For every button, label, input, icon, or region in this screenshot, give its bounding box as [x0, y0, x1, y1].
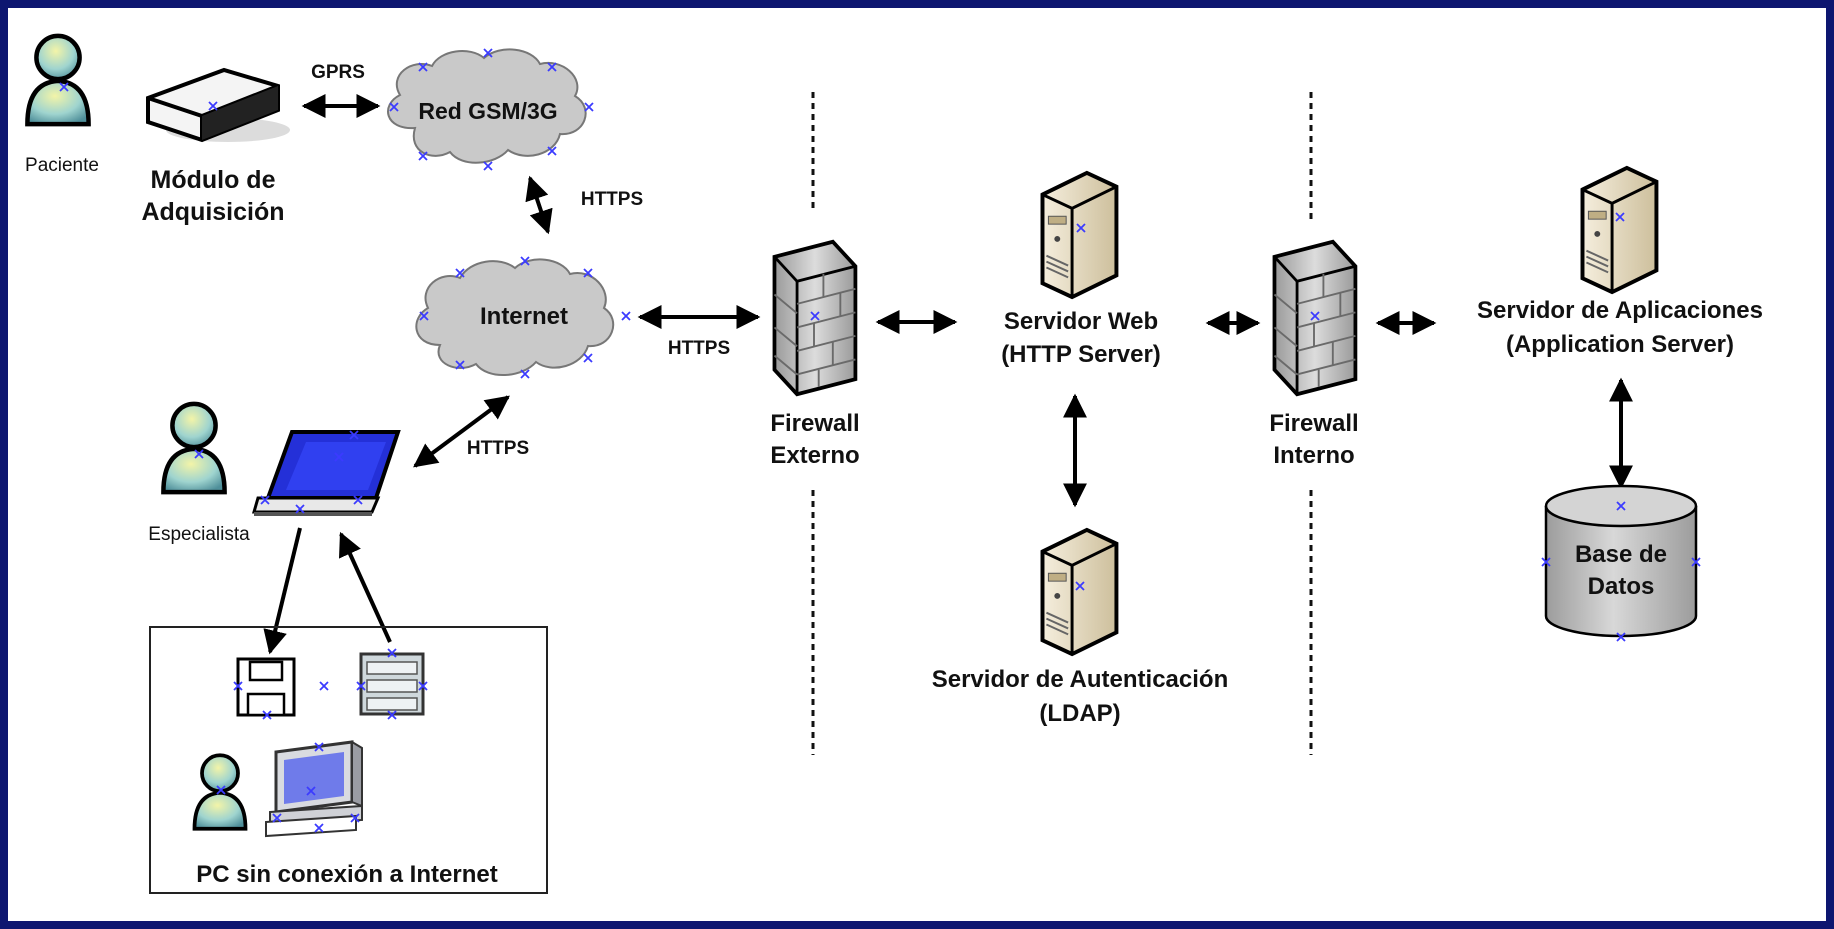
gprs-label: GPRS	[311, 62, 365, 83]
servidor-aplicaciones-label-1: Servidor de Aplicaciones	[1477, 297, 1763, 324]
specialist-user-icon	[163, 404, 224, 492]
firewall-interno-label-2: Interno	[1273, 442, 1354, 469]
paciente-label: Paciente	[25, 155, 99, 176]
base-datos-label-1: Base de	[1575, 541, 1667, 568]
dmz-separators	[811, 92, 1313, 755]
red-gsm-label: Red GSM/3G	[418, 98, 557, 124]
firewall-externo-label-1: Firewall	[770, 410, 859, 437]
application-server-icon	[1580, 165, 1659, 295]
servidor-aplicaciones-node[interactable]: Servidor de Aplicaciones (Application Se…	[1477, 165, 1763, 358]
base-datos-label-2: Datos	[1588, 573, 1655, 600]
servidor-web-node[interactable]: Servidor Web (HTTP Server)	[1001, 170, 1161, 368]
internet-cloud-icon	[415, 258, 615, 377]
https-internet-label: HTTPS	[668, 338, 730, 359]
web-server-icon	[1040, 170, 1119, 300]
arrow-storage-to-laptop	[338, 531, 392, 643]
base-datos-node[interactable]: Base de Datos	[1541, 484, 1701, 642]
paciente-node[interactable]: Paciente	[25, 36, 99, 176]
modulo-adquisicion-node[interactable]: Módulo de Adquisición	[141, 67, 290, 226]
desktop-pc-icon	[265, 740, 363, 838]
firewall-external-icon	[774, 242, 855, 394]
arrow-laptop-internet	[413, 395, 510, 468]
laptop-node[interactable]	[252, 430, 401, 516]
auth-server-icon	[1040, 527, 1119, 657]
internet-label: Internet	[480, 303, 568, 330]
acquisition-device-icon	[146, 67, 290, 143]
internet-node[interactable]: Internet	[415, 256, 631, 379]
especialista-node[interactable]: Especialista	[148, 404, 250, 545]
servidor-web-label-2: (HTTP Server)	[1001, 341, 1161, 368]
firewall-internal-icon	[1274, 242, 1355, 394]
modulo-label-2: Adquisición	[141, 198, 284, 226]
patient-user-icon	[27, 36, 88, 124]
especialista-label: Especialista	[148, 524, 250, 545]
firewall-interno-node[interactable]: Firewall Interno	[1269, 242, 1359, 469]
servidor-autenticacion-label-1: Servidor de Autenticación	[932, 666, 1229, 693]
pc-offline-box	[149, 626, 548, 894]
storage-drive-icon	[359, 652, 425, 716]
red-gsm-node[interactable]: Red GSM/3G	[387, 48, 594, 171]
firewall-externo-node[interactable]: Firewall Externo	[770, 242, 860, 469]
firewall-externo-label-2: Externo	[770, 442, 859, 469]
servidor-autenticacion-node[interactable]: Servidor de Autenticación (LDAP)	[932, 527, 1229, 727]
pc-offline-label: PC sin conexión a Internet	[196, 861, 497, 888]
arrow-laptop-to-floppy	[263, 527, 302, 655]
connections	[263, 94, 1633, 655]
servidor-web-label-1: Servidor Web	[1004, 308, 1158, 335]
arrow-gsm-internet	[525, 175, 553, 235]
servidor-aplicaciones-label-2: (Application Server)	[1506, 331, 1734, 358]
firewall-interno-label-1: Firewall	[1269, 410, 1358, 437]
https-laptop-label: HTTPS	[467, 438, 529, 459]
floppy-disk-icon	[236, 657, 296, 717]
pc-offline-group[interactable]: PC sin conexión a Internet	[149, 626, 548, 894]
servidor-autenticacion-label-2: (LDAP)	[1039, 700, 1120, 727]
modulo-label-1: Módulo de	[151, 166, 276, 194]
laptop-icon	[252, 430, 401, 516]
gsm-cloud-icon	[387, 48, 587, 164]
https-gsm-label: HTTPS	[581, 189, 643, 210]
